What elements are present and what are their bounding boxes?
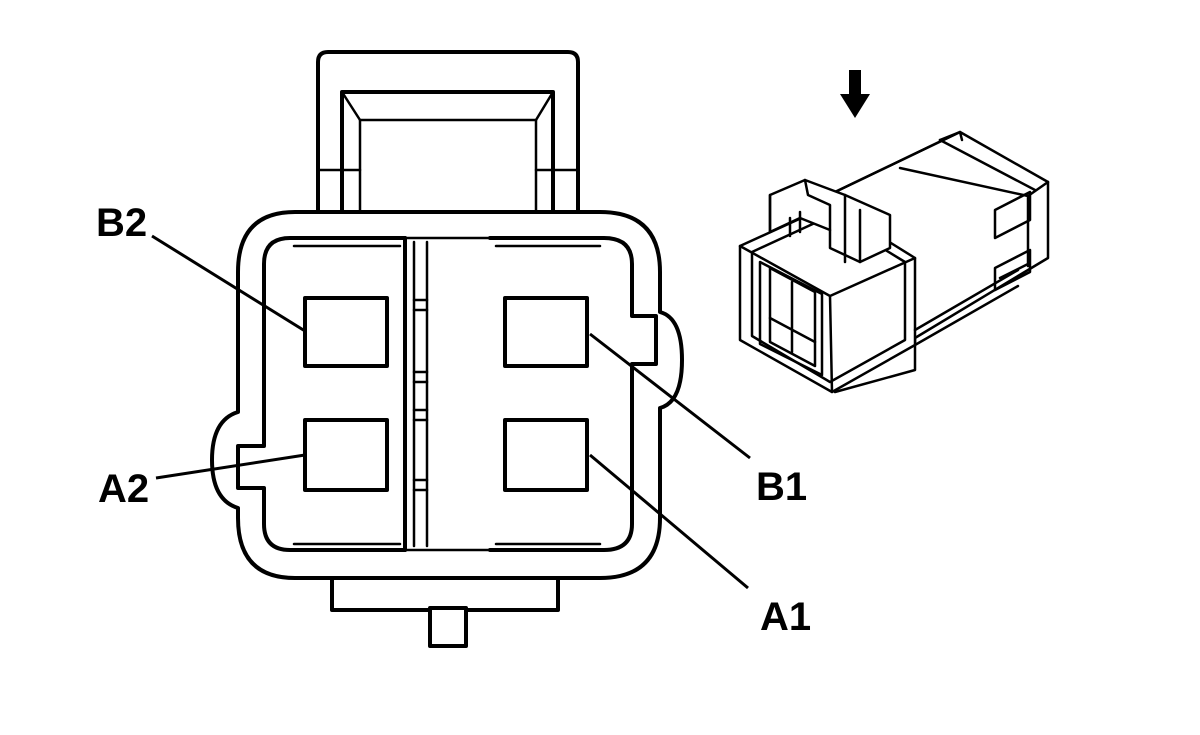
- terminal-a1: [503, 418, 589, 492]
- arrow-down-icon: [840, 70, 870, 118]
- leader-line-a1: [589, 453, 749, 590]
- pin-label-b2: B2: [96, 201, 147, 245]
- terminal-a2: [303, 418, 389, 492]
- connector-latch: [316, 50, 580, 217]
- terminal-b1: [503, 296, 589, 368]
- center-divider: [403, 236, 492, 552]
- connector-housing: [210, 210, 684, 580]
- connector-3d-view: [738, 130, 1050, 394]
- leader-line-b1: [589, 332, 751, 460]
- terminal-b2: [303, 296, 389, 368]
- leader-line-a2: [155, 453, 306, 480]
- connector-front-view: [210, 50, 684, 648]
- connector-cavity: [236, 236, 407, 552]
- leader-line-b2: [151, 234, 306, 333]
- pin-label-b1: B1: [756, 465, 807, 509]
- pin-label-a1: A1: [760, 595, 811, 639]
- pin-label-a2: A2: [98, 467, 149, 511]
